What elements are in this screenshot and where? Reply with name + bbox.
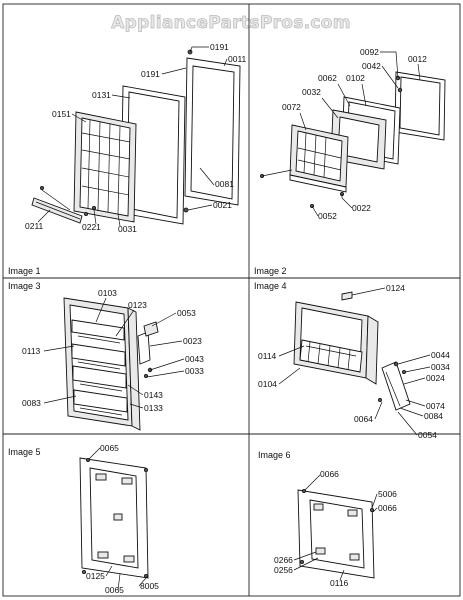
label-0042: 0042 [362,61,381,71]
label-0131: 0131 [92,90,111,100]
panel-image-6: Image 6 0066 5006 0066 0266 0256 0116 [258,450,397,588]
label-0256: 0256 [274,565,293,575]
bracket-0124 [341,291,353,301]
caption-image-2: Image 2 [254,266,287,276]
label-0052: 0052 [318,211,337,221]
label-0114: 0114 [258,351,277,361]
label-0034: 0034 [431,362,450,372]
panel-image-2: Image 2 009 [254,47,446,276]
label-0031: 0031 [118,224,137,234]
gasket-0011 [184,57,241,206]
caption-image-1: Image 1 [8,266,41,276]
door-assembly-3 [63,297,141,431]
label-0022: 0022 [352,203,371,213]
handle-0211 [31,197,83,224]
label-0066-right: 0066 [378,503,397,513]
label-5006: 5006 [378,489,397,499]
label-0053: 0053 [177,308,196,318]
label-0104: 0104 [258,379,277,389]
label-0084: 0084 [424,411,443,421]
caption-image-6: Image 6 [258,450,291,460]
label-0191-top: 0191 [210,42,229,52]
label-0221: 0221 [82,222,101,232]
label-0133: 0133 [144,403,163,413]
drawer-assembly-4 [293,301,379,385]
label-0191: 0191 [141,69,160,79]
panel-grid [2,3,461,597]
label-0066-top: 0066 [320,469,339,479]
label-0065-bottom: 0065 [105,585,124,595]
label-0023: 0023 [183,336,202,346]
label-0116: 0116 [330,578,349,588]
label-0123: 0123 [128,300,147,310]
panel-image-4: Image 4 0124 0114 0044 0034 0024 0104 00… [254,281,450,440]
label-0124: 0124 [386,283,405,293]
label-0011: 0011 [228,54,247,64]
label-0064: 0064 [354,414,373,424]
label-0032: 0032 [302,87,321,97]
label-0103: 0103 [98,288,117,298]
label-0012: 0012 [408,54,427,64]
label-0044: 0044 [431,350,450,360]
label-0113: 0113 [22,346,41,356]
label-0102: 0102 [346,73,365,83]
rail-0024 [381,361,411,411]
label-0062: 0062 [318,73,337,83]
caption-image-4: Image 4 [254,281,287,291]
label-0065-top: 0065 [100,443,119,453]
door-panel-0131 [120,85,186,225]
label-0074: 0074 [426,401,445,411]
label-0143: 0143 [144,390,163,400]
caption-image-5: Image 5 [8,447,41,457]
gasket-0012 [394,71,446,141]
label-0151: 0151 [52,109,71,119]
label-0021: 0021 [213,200,232,210]
label-8005: 8005 [140,581,159,591]
caption-image-3: Image 3 [8,281,41,291]
label-0054: 0054 [418,430,437,440]
label-0024: 0024 [426,373,445,383]
door-liner-0151 [73,111,137,223]
label-0092: 0092 [360,47,379,57]
label-0043: 0043 [185,354,204,364]
label-0072: 0072 [282,102,301,112]
panel-image-3: Image 3 0103 0123 0053 0023 0043 0033 [8,281,204,431]
label-0083: 0083 [22,398,41,408]
label-0033: 0033 [185,366,204,376]
label-0266: 0266 [274,555,293,565]
door-frame-5 [79,457,149,579]
label-0211: 0211 [25,221,44,231]
watermark: AppliancePartsPros.com [111,13,351,33]
panel-image-5: Image 5 0065 0125 8005 0065 [8,443,159,595]
label-0081: 0081 [215,179,234,189]
panel-image-1: Image 1 [8,42,247,276]
label-0125: 0125 [86,571,105,581]
drawer-frame-6 [297,489,375,579]
hinge-0023 [137,321,159,365]
drawer-0072 [289,124,349,193]
